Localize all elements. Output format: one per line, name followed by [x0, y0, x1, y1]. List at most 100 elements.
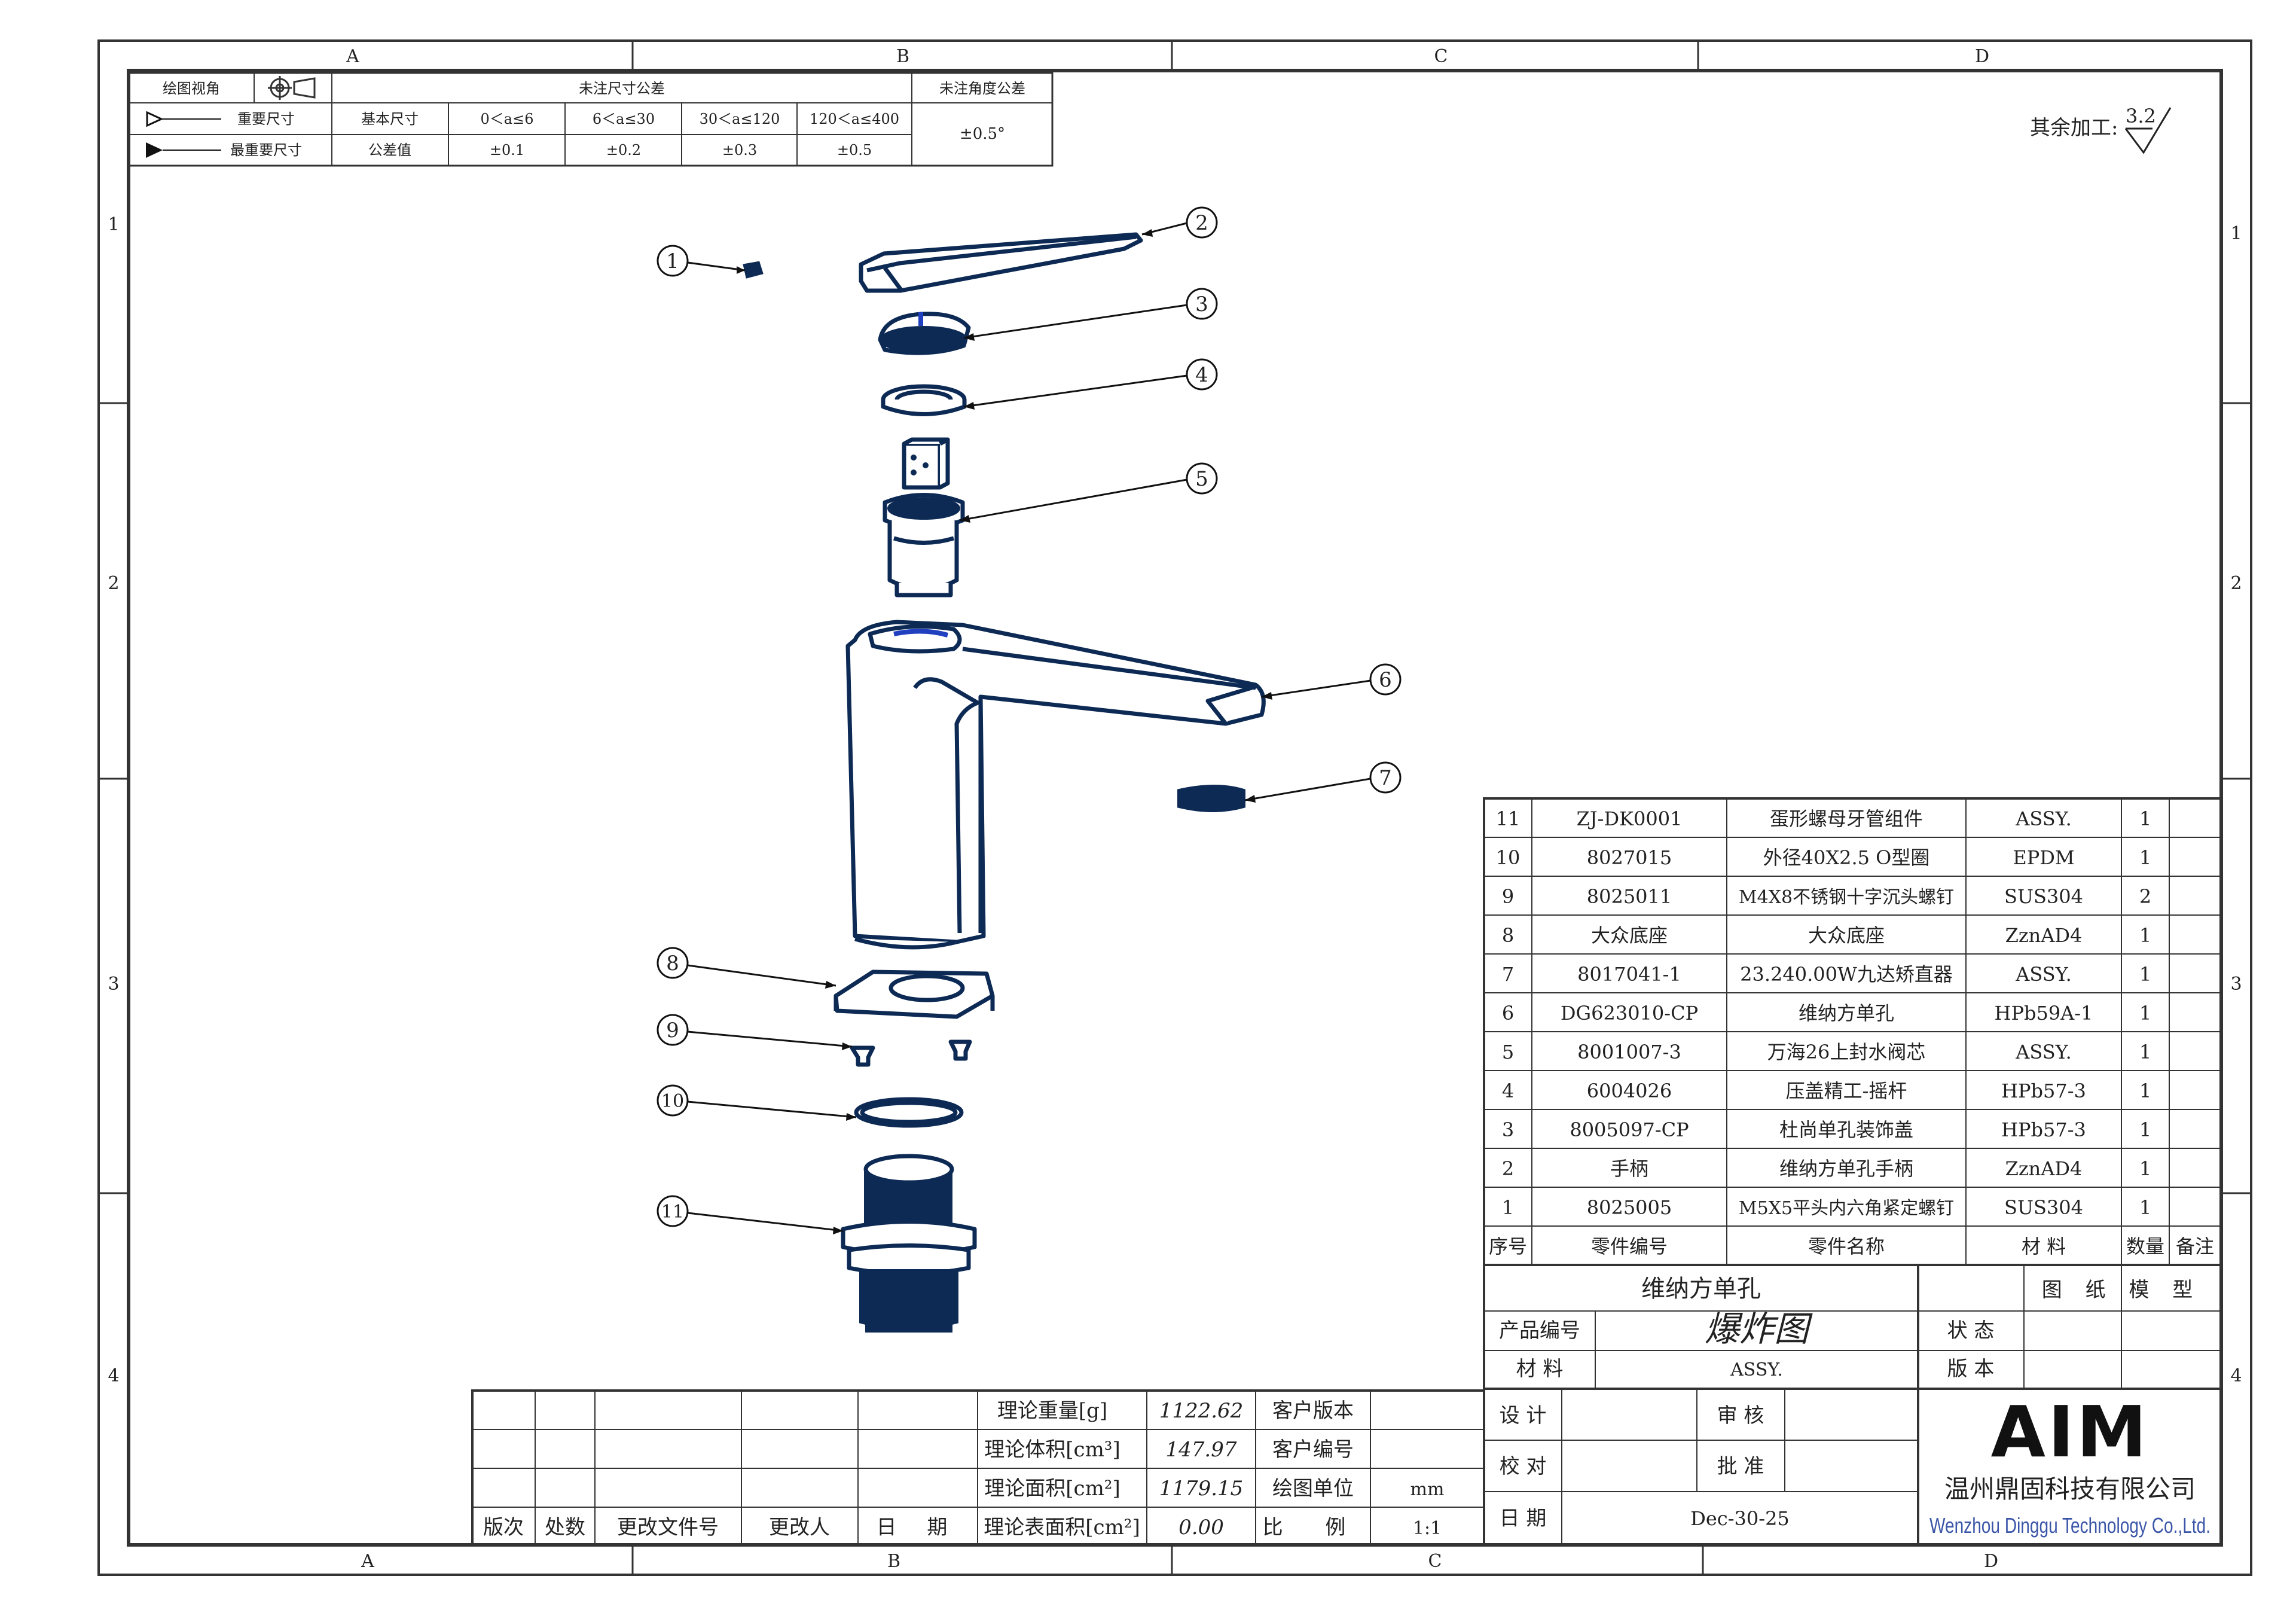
- unit-value: mm: [1410, 1479, 1445, 1500]
- area-label: 理论面积[cm²]: [984, 1477, 1120, 1501]
- balloon-4-label: 4: [1195, 363, 1208, 387]
- surface-finish-note: 其余加工: 3.2: [2030, 105, 2172, 154]
- product-code-label: 产品编号: [1499, 1319, 1580, 1343]
- bom-cell-qty: 1: [2139, 1041, 2151, 1063]
- most-important-dim-label: 最重要尺寸: [230, 142, 302, 158]
- bom-cell-name: 万海26上封水阀芯: [1767, 1041, 1926, 1063]
- bom-cell-qty: 1: [2139, 807, 2151, 830]
- revision-block: 版次 处数 更改文件号 更改人 日 期 理论重量[g] 理论体积[cm³] 理论…: [471, 1389, 1485, 1546]
- part-4-gland-ring: [881, 384, 967, 416]
- bom-cell-no: 10: [1496, 846, 1521, 869]
- bom-cell-name: 23.240.00W九达矫直器: [1740, 963, 1953, 986]
- bom-cell-no: 6: [1502, 1002, 1514, 1025]
- bom-cell-name: 蛋形螺母牙管组件: [1770, 807, 1923, 830]
- third-angle-projection-icon: [268, 76, 316, 100]
- bom-rows: 11 ZJ-DK0001 蛋形螺母牙管组件 ASSY. 1 10 8027015…: [1489, 807, 2214, 1258]
- table-row: 2 手柄 维纳方单孔手柄 ZznAD4 1: [1502, 1157, 2151, 1180]
- bom-cell-name: 维纳方单孔: [1799, 1002, 1894, 1025]
- part-5-valve-cartridge: [883, 437, 965, 597]
- bom-cell-no: 2: [1502, 1157, 1514, 1180]
- bom-cell-code: 8027015: [1587, 846, 1672, 869]
- table-row: 5 8001007-3 万海26上封水阀芯 ASSY. 1: [1502, 1041, 2151, 1063]
- bom-cell-code: DG623010-CP: [1561, 1002, 1698, 1025]
- range-1: 0＜a≤6: [481, 111, 534, 127]
- bom-cell-no: 4: [1502, 1080, 1514, 1102]
- basic-size-label: 基本尺寸: [361, 111, 419, 127]
- rev-header-change-doc: 更改文件号: [617, 1516, 719, 1539]
- table-row: 1 8025005 M5X5平头内六角紧定螺钉 SUS304 1: [1502, 1196, 2151, 1219]
- bom-cell-code: ZJ-DK0001: [1577, 807, 1683, 830]
- unit-label: 绘图单位: [1272, 1477, 1354, 1501]
- balloon-1-label: 1: [666, 249, 679, 273]
- bom-cell-name: 外径40X2.5 O型圈: [1763, 846, 1930, 869]
- company-name-cn: 温州鼎固科技有限公司: [1944, 1474, 2196, 1504]
- table-row: 3 8005097-CP 杜尚单孔装饰盖 HPb57-3 1: [1502, 1118, 2151, 1141]
- surface-area-label: 理论表面积[cm²]: [984, 1516, 1140, 1539]
- important-dim-label: 重要尺寸: [237, 111, 295, 127]
- balloon-6-label: 6: [1379, 668, 1392, 692]
- zone-left-2: 2: [108, 573, 119, 594]
- bom-cell-material: HPb59A-1: [1995, 1002, 2093, 1025]
- bom-cell-name: 维纳方单孔手柄: [1779, 1157, 1913, 1180]
- range-4: 120＜a≤400: [810, 111, 899, 127]
- part-1-set-screw: [743, 261, 764, 279]
- most-important-dim-icon: [146, 142, 163, 158]
- table-row: 6 DG623010-CP 维纳方单孔 HPb59A-1 1: [1502, 1002, 2151, 1025]
- bom-cell-name: M4X8不锈钢十字沉头螺钉: [1739, 887, 1954, 908]
- range-2: 6＜a≤30: [593, 111, 655, 127]
- zone-top-d: D: [1975, 46, 1989, 67]
- bom-cell-no: 5: [1502, 1041, 1514, 1063]
- bom-header-note: 备注: [2176, 1235, 2214, 1258]
- bom-cell-material: ZznAD4: [2005, 1157, 2083, 1180]
- balloon-4: 4: [963, 358, 1218, 410]
- bom-header-code: 零件编号: [1591, 1235, 1668, 1258]
- product-name: 维纳方单孔: [1641, 1275, 1761, 1303]
- part-9-screws: [850, 1039, 972, 1067]
- drawing-type-label: 图 纸 模 型: [2042, 1278, 2201, 1302]
- review-label: 审 核: [1717, 1404, 1764, 1428]
- balloon-10-label: 10: [661, 1091, 684, 1112]
- drawing-title: 爆炸图: [1705, 1309, 1813, 1349]
- bom-cell-material: EPDM: [2013, 846, 2074, 869]
- balloon-5: 5: [959, 462, 1218, 523]
- zone-left-1: 1: [108, 214, 119, 235]
- bom-header-material: 材 料: [2022, 1235, 2066, 1258]
- bom-cell-qty: 1: [2139, 963, 2151, 986]
- design-label: 设 计: [1500, 1404, 1547, 1428]
- zone-dividers: [99, 41, 2251, 1575]
- bom-cell-no: 1: [1502, 1196, 1514, 1219]
- balloon-1: 1: [657, 245, 746, 277]
- weight-label: 理论重量[g]: [997, 1399, 1107, 1423]
- customer-code-label: 客户编号: [1272, 1438, 1354, 1462]
- table-row: 10 8027015 外径40X2.5 O型圈 EPDM 1: [1496, 846, 2152, 869]
- material-label: 材 料: [1516, 1357, 1564, 1381]
- part-6-faucet-body: [845, 620, 1266, 950]
- bom-cell-qty: 2: [2139, 885, 2151, 908]
- bom-cell-qty: 1: [2139, 846, 2151, 869]
- balloon-2: 2: [1141, 206, 1218, 239]
- important-dim-icon: [146, 111, 164, 127]
- rev-header-version: 版次: [483, 1516, 524, 1539]
- bom-table: 11 ZJ-DK0001 蛋形螺母牙管组件 ASSY. 1 10 8027015…: [1483, 797, 2222, 1266]
- table-row: 7 8017041-1 23.240.00W九达矫直器 ASSY. 1: [1502, 963, 2151, 986]
- bom-cell-name: 压盖精工-摇杆: [1786, 1080, 1907, 1102]
- volume-label: 理论体积[cm³]: [984, 1438, 1120, 1462]
- part-10-o-ring: [854, 1097, 964, 1128]
- bom-cell-code: 8017041-1: [1577, 963, 1681, 986]
- zone-right-2: 2: [2230, 573, 2242, 594]
- part-11-shank-assembly: [841, 1154, 977, 1333]
- customer-version-label: 客户版本: [1272, 1399, 1354, 1423]
- balloons: 1 2 3 4 5 6 7: [657, 206, 1402, 1234]
- bom-grid: [1484, 798, 2221, 1265]
- tol-value-2: ±0.2: [606, 142, 641, 158]
- zone-right-3: 3: [2230, 974, 2242, 995]
- zone-bottom-d: D: [1984, 1551, 1998, 1572]
- part-2-handle: [859, 232, 1143, 293]
- table-row: 8 大众底座 大众底座 ZznAD4 1: [1502, 924, 2151, 947]
- material-value: ASSY.: [1730, 1359, 1783, 1380]
- tol-value-1: ±0.1: [490, 142, 524, 158]
- bom-header-no: 序号: [1489, 1235, 1527, 1258]
- bom-cell-qty: 1: [2139, 1196, 2151, 1219]
- surface-finish-value: 3.2: [2126, 105, 2156, 127]
- bom-cell-name: M5X5平头内六角紧定螺钉: [1739, 1198, 1954, 1219]
